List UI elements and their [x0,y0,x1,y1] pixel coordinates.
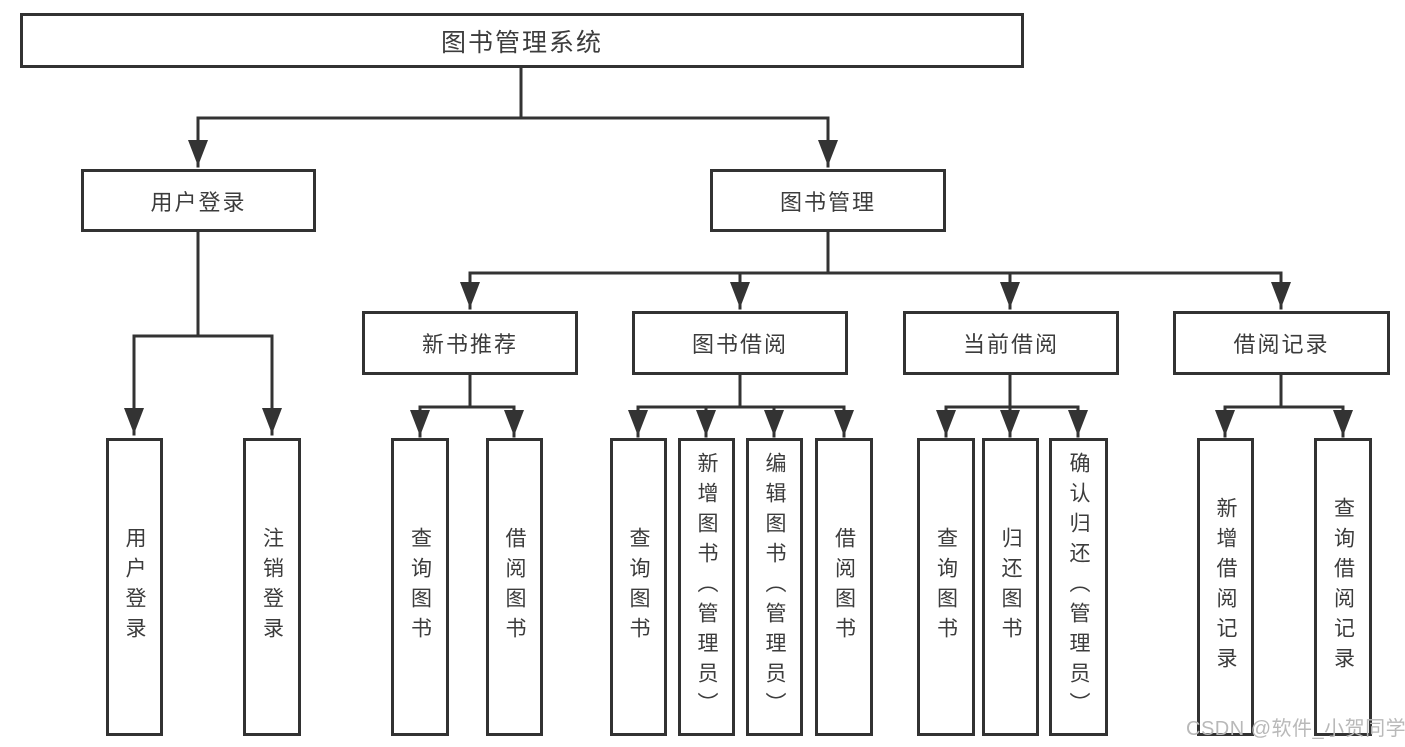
leaf-query-borrow-record: 查询借阅记录 [1314,438,1372,736]
leaf-confirm-return-admin: 确认归还（管理员） [1049,438,1108,736]
node-new-book-recommend: 新书推荐 [362,311,578,375]
leaf-user-login: 用户登录 [106,438,163,736]
leaf-recommend-query-books: 查询图书 [391,438,449,736]
csdn-watermark: CSDN @软件_小贺同学 [1186,718,1405,740]
node-borrow-records: 借阅记录 [1173,311,1390,375]
leaf-borrow-books: 借阅图书 [815,438,873,736]
node-user-login: 用户登录 [81,169,316,232]
node-current-borrow: 当前借阅 [903,311,1119,375]
leaf-return-books: 归还图书 [982,438,1039,736]
leaf-add-books-admin: 新增图书（管理员） [678,438,735,736]
leaf-edit-books-admin: 编辑图书（管理员） [746,438,803,736]
node-book-management: 图书管理 [710,169,946,232]
leaf-borrow-query-books: 查询图书 [610,438,667,736]
leaf-recommend-borrow-books: 借阅图书 [486,438,543,736]
node-book-borrow: 图书借阅 [632,311,848,375]
leaf-logout: 注销登录 [243,438,301,736]
node-library-system: 图书管理系统 [20,13,1024,68]
leaf-current-query-books: 查询图书 [917,438,975,736]
leaf-add-borrow-record: 新增借阅记录 [1197,438,1254,736]
